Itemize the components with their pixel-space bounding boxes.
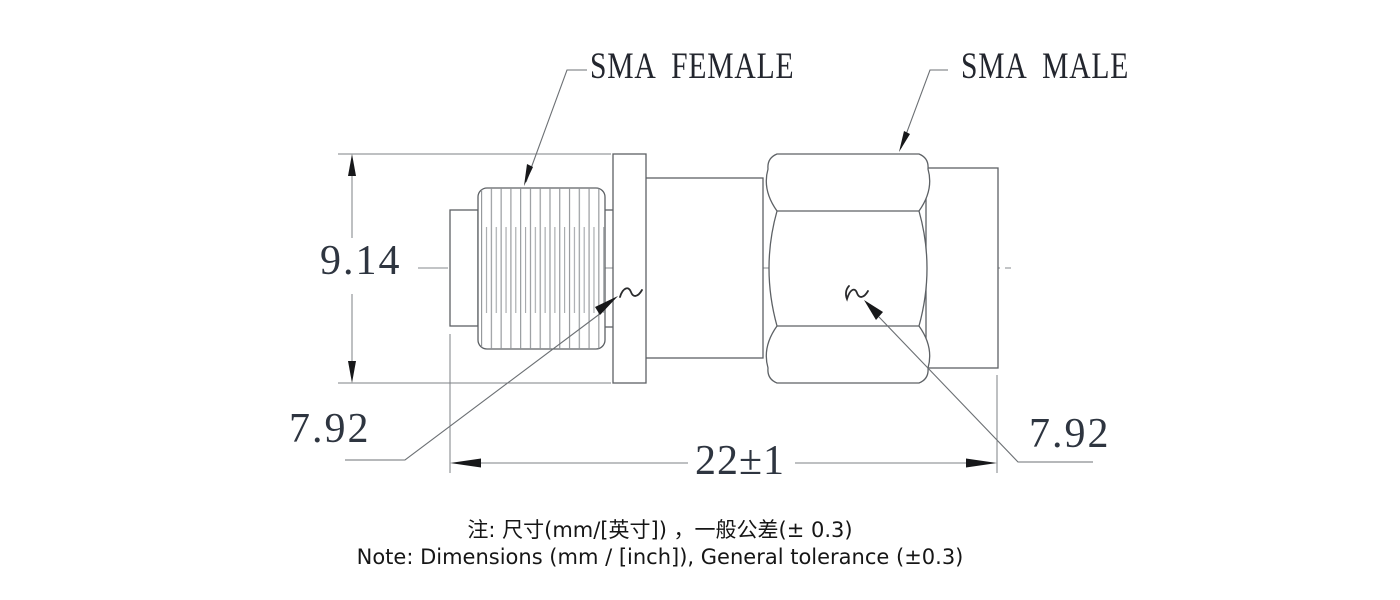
dimension-arrow-icon bbox=[966, 458, 997, 468]
dimension-22 bbox=[449, 334, 998, 473]
dimension-male-thread-value: 7.92 bbox=[1029, 411, 1111, 457]
dimension-arrow-icon bbox=[348, 154, 356, 176]
body-cylinder bbox=[642, 177, 764, 359]
leader-7-92-left bbox=[345, 287, 643, 461]
dimension-arrow-icon bbox=[450, 458, 481, 468]
dimension-female-thread-value: 7.92 bbox=[289, 406, 371, 452]
note-line-en: Note: Dimensions (mm / [inch]), General … bbox=[356, 545, 964, 569]
male-barrel bbox=[925, 167, 999, 369]
dimension-arrow-icon bbox=[348, 361, 356, 383]
dimension-length-value: 22±1 bbox=[695, 438, 786, 484]
dimension-9-14 bbox=[338, 153, 611, 384]
coupling-flange bbox=[612, 153, 647, 384]
hex-nut bbox=[765, 153, 931, 384]
leader-sma-female bbox=[524, 69, 587, 186]
rear-nut bbox=[449, 209, 479, 327]
leader-arrow-icon bbox=[524, 164, 533, 186]
dimension-height-value: 9.14 bbox=[320, 238, 402, 284]
thread-mark-icon bbox=[619, 287, 643, 298]
leader-7-92-right bbox=[845, 285, 1093, 463]
male-connector bbox=[642, 153, 999, 384]
leader-arrow-icon bbox=[864, 300, 883, 320]
leader-arrow-icon bbox=[899, 131, 910, 152]
drawing-notes: 注: 尺寸(mm/[英寸]) ，一般公差(± 0.3) Note: Dimens… bbox=[260, 517, 1060, 571]
thread-mark-icon bbox=[845, 285, 869, 302]
knurl-texture bbox=[478, 188, 605, 349]
sma-male-label: SMA MALE bbox=[961, 46, 1130, 87]
leader-sma-male bbox=[899, 69, 948, 152]
leader-arrow-icon bbox=[595, 296, 618, 315]
sma-female-label: SMA FEMALE bbox=[590, 46, 795, 87]
note-line-zh: 注: 尺寸(mm/[英寸]) ，一般公差(± 0.3) bbox=[467, 518, 853, 542]
